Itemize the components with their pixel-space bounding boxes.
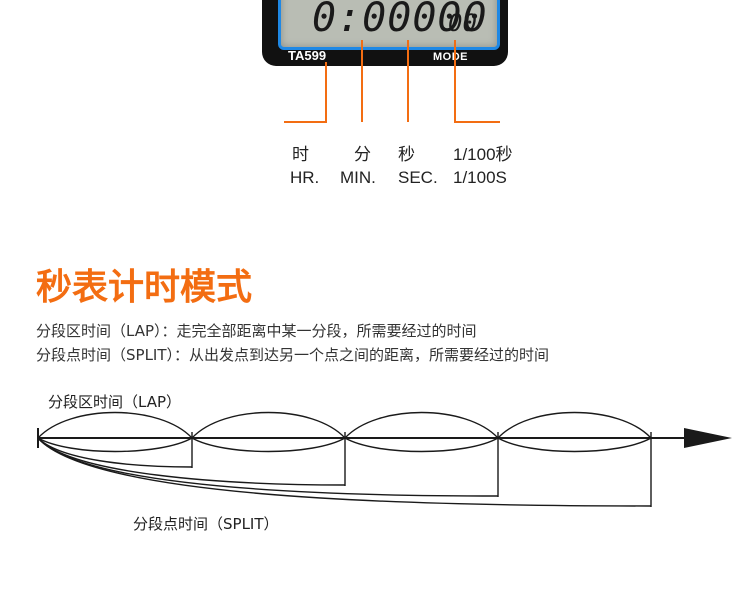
label-hundredths-cn: 1/100秒 (453, 140, 513, 165)
lap-arc-4 (498, 413, 651, 439)
lap-arc-3 (345, 413, 498, 439)
split-diagram-label: 分段点时间（SPLIT） (133, 513, 279, 534)
label-hundredths-en: 1/100S (453, 168, 507, 188)
lap-arc-lower-2 (192, 438, 345, 452)
section-title: 秒表计时模式 (36, 258, 252, 310)
lap-arc-lower-4 (498, 438, 651, 452)
label-minute-en: MIN. (340, 168, 376, 188)
lap-arc-1 (38, 413, 192, 439)
label-minute-cn: 分 (354, 140, 371, 165)
leader-line-hr (284, 62, 326, 122)
lap-split-diagram (38, 413, 732, 508)
label-hour-cn: 时 (292, 140, 309, 165)
lap-arc-2 (192, 413, 345, 439)
label-second-en: SEC. (398, 168, 438, 188)
label-hour-en: HR. (290, 168, 319, 188)
lap-arc-lower-1 (38, 438, 192, 452)
timeline-arrowhead (684, 428, 732, 448)
leader-line-hundredths (455, 40, 500, 122)
lap-description: 分段区时间（LAP）：走完全部距离中某一分段，所需要经过的时间 (36, 320, 477, 341)
lap-diagram-label: 分段区时间（LAP） (48, 391, 181, 412)
lap-arc-lower-3 (345, 438, 498, 452)
digit-leader-lines (284, 40, 500, 122)
split-description: 分段点时间（SPLIT）：从出发点到达另一个点之间的距离，所需要经过的时间 (36, 344, 549, 365)
label-second-cn: 秒 (398, 140, 415, 165)
